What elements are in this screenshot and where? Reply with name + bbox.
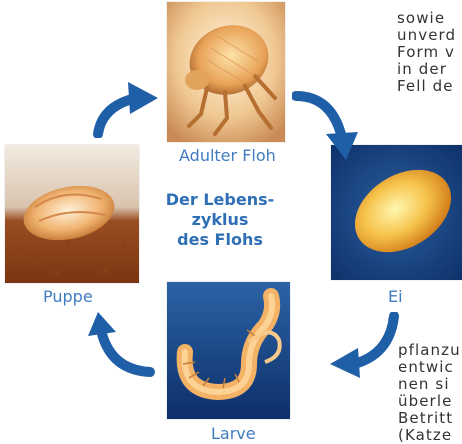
body-text-line: überle	[398, 393, 462, 410]
diagram-title-line-2: zyklus	[152, 210, 288, 230]
body-text-line: pflanzu	[398, 342, 462, 359]
body-text-line: sowie	[397, 10, 462, 27]
caption-adult: Adulter Floh	[179, 147, 276, 165]
body-text-line: nen si	[398, 376, 462, 393]
cycle-arrow-icon	[88, 82, 160, 138]
adult-flea-image	[167, 2, 285, 142]
diagram-title-line-1: Der Lebens-	[152, 190, 288, 210]
diagram-title: Der Lebens- zyklus des Flohs	[152, 190, 288, 250]
caption-larva: Larve	[211, 425, 256, 443]
body-text-top-right: sowie unverd Form v in der Fell de	[397, 10, 462, 105]
cycle-arrow-icon	[292, 82, 360, 160]
diagram-title-line-3: des Flohs	[152, 230, 288, 250]
caption-egg: Ei	[388, 288, 403, 306]
body-text-line: in der	[397, 61, 462, 78]
cycle-arrow-icon	[330, 312, 404, 378]
larva-image	[167, 282, 290, 419]
body-text-line: unverd	[397, 27, 462, 44]
body-text-line: Form v	[397, 44, 462, 61]
caption-pupa: Puppe	[43, 288, 93, 306]
cycle-arrow-icon	[86, 312, 158, 380]
body-text-line: (Katze	[398, 427, 462, 444]
body-text-line: Betritt	[398, 410, 462, 427]
body-text-line: entwic	[398, 359, 462, 376]
pupa-image	[5, 145, 139, 283]
body-text-bottom-right: pflanzu entwic nen si überle Betritt (Ka…	[398, 342, 462, 444]
egg-image	[331, 145, 462, 280]
body-text-line: Fell de	[397, 78, 462, 95]
